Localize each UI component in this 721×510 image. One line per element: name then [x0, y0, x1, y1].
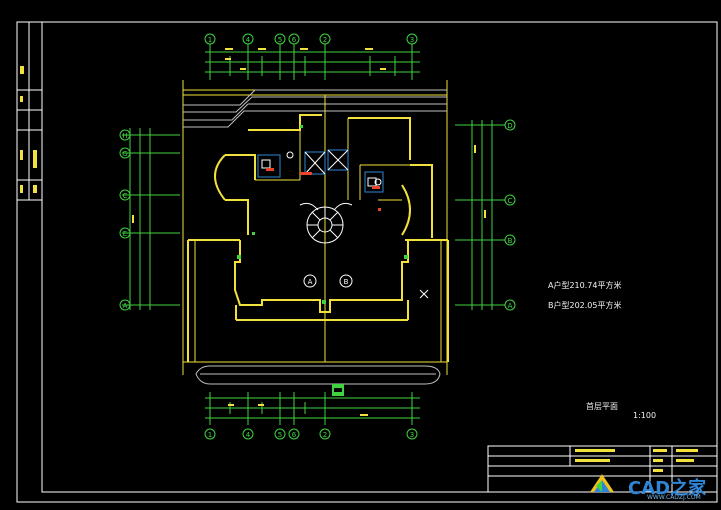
cadzj-logo-icon — [590, 474, 614, 492]
axis-bubbles — [119, 33, 516, 440]
axis-bottom-1: 1 — [208, 431, 212, 439]
column-markers — [237, 125, 408, 304]
axis-top-4: 4 — [246, 36, 251, 44]
axis-right-b: B — [508, 237, 513, 245]
axis-bottom-2: 2 — [323, 431, 327, 439]
watermark-url: WWW.CADZJ.COM — [647, 494, 701, 501]
unit-a-area-label: A户型210.74平方米 — [548, 281, 622, 290]
service-core — [257, 149, 384, 193]
axis-right-d: D — [507, 122, 512, 130]
fixtures — [261, 149, 382, 187]
title-block-entries — [575, 449, 698, 472]
unit-b-area-label: B户型202.05平方米 — [548, 301, 622, 310]
entrance-marker — [332, 384, 344, 396]
axis-left-h: H — [122, 132, 127, 140]
axis-bottom-6: 6 — [292, 431, 297, 439]
axis-top-3: 3 — [410, 36, 414, 44]
dimension-figures — [132, 48, 486, 416]
dimension-lines — [122, 44, 505, 425]
axis-top-5: 5 — [278, 36, 282, 44]
plan-scale: 1:100 — [633, 411, 657, 420]
side-title-strip — [20, 66, 37, 193]
unit-b-label: B — [344, 278, 349, 286]
axis-left-e: E — [123, 230, 127, 238]
axis-bottom-3: 3 — [410, 431, 414, 439]
axis-right-a: A — [508, 302, 513, 310]
unit-label-text: A B — [308, 278, 349, 286]
section-cut-mark — [419, 289, 429, 299]
porch-base — [195, 365, 441, 385]
axis-left-g: G — [122, 150, 127, 158]
unit-labels — [303, 274, 353, 288]
axis-bottom-5: 5 — [278, 431, 282, 439]
axis-top-1: 1 — [208, 36, 212, 44]
spiral-stair — [299, 202, 353, 244]
axis-labels: 1 4 5 6 2 3 1 4 5 6 2 3 H G C E A D C B … — [122, 36, 512, 439]
axis-bottom-4: 4 — [246, 431, 251, 439]
unit-a-label: A — [308, 278, 313, 286]
axis-top-6: 6 — [292, 36, 297, 44]
watermark-brand: CAD之家 — [628, 478, 707, 499]
room-tags — [266, 168, 381, 211]
entry-ramp — [183, 89, 447, 128]
axis-top-2: 2 — [323, 36, 327, 44]
axis-left-c: C — [123, 192, 128, 200]
sheet-frame — [16, 21, 718, 503]
building-walls — [187, 114, 449, 362]
axis-left-a: A — [123, 302, 128, 310]
plan-title: 首层平面 — [586, 402, 618, 411]
axis-right-c: C — [508, 197, 513, 205]
